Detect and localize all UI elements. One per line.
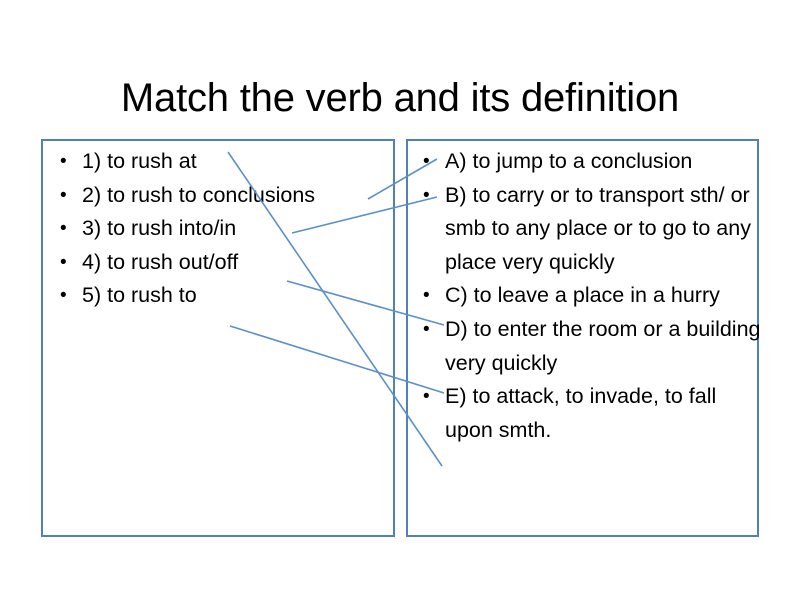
list-item[interactable]: D) to enter the room or a building very … — [419, 313, 764, 380]
page-title: Match the verb and its definition — [120, 75, 680, 120]
list-item[interactable]: 3) to rush into/in — [56, 212, 396, 246]
verbs-list: 1) to rush at 2) to rush to conclusions … — [56, 145, 396, 313]
list-item[interactable]: B) to carry or to transport sth/ or smb … — [419, 179, 764, 280]
list-item[interactable]: 2) to rush to conclusions — [56, 179, 396, 213]
list-item[interactable]: E) to attack, to invade, to fall upon sm… — [419, 380, 764, 447]
list-item[interactable]: C) to leave a place in a hurry — [419, 279, 764, 313]
definitions-list: A) to jump to a conclusion B) to carry o… — [419, 145, 764, 447]
list-item[interactable]: 4) to rush out/off — [56, 246, 396, 280]
list-item[interactable]: 5) to rush to — [56, 279, 396, 313]
list-item[interactable]: A) to jump to a conclusion — [419, 145, 764, 179]
list-item[interactable]: 1) to rush at — [56, 145, 396, 179]
